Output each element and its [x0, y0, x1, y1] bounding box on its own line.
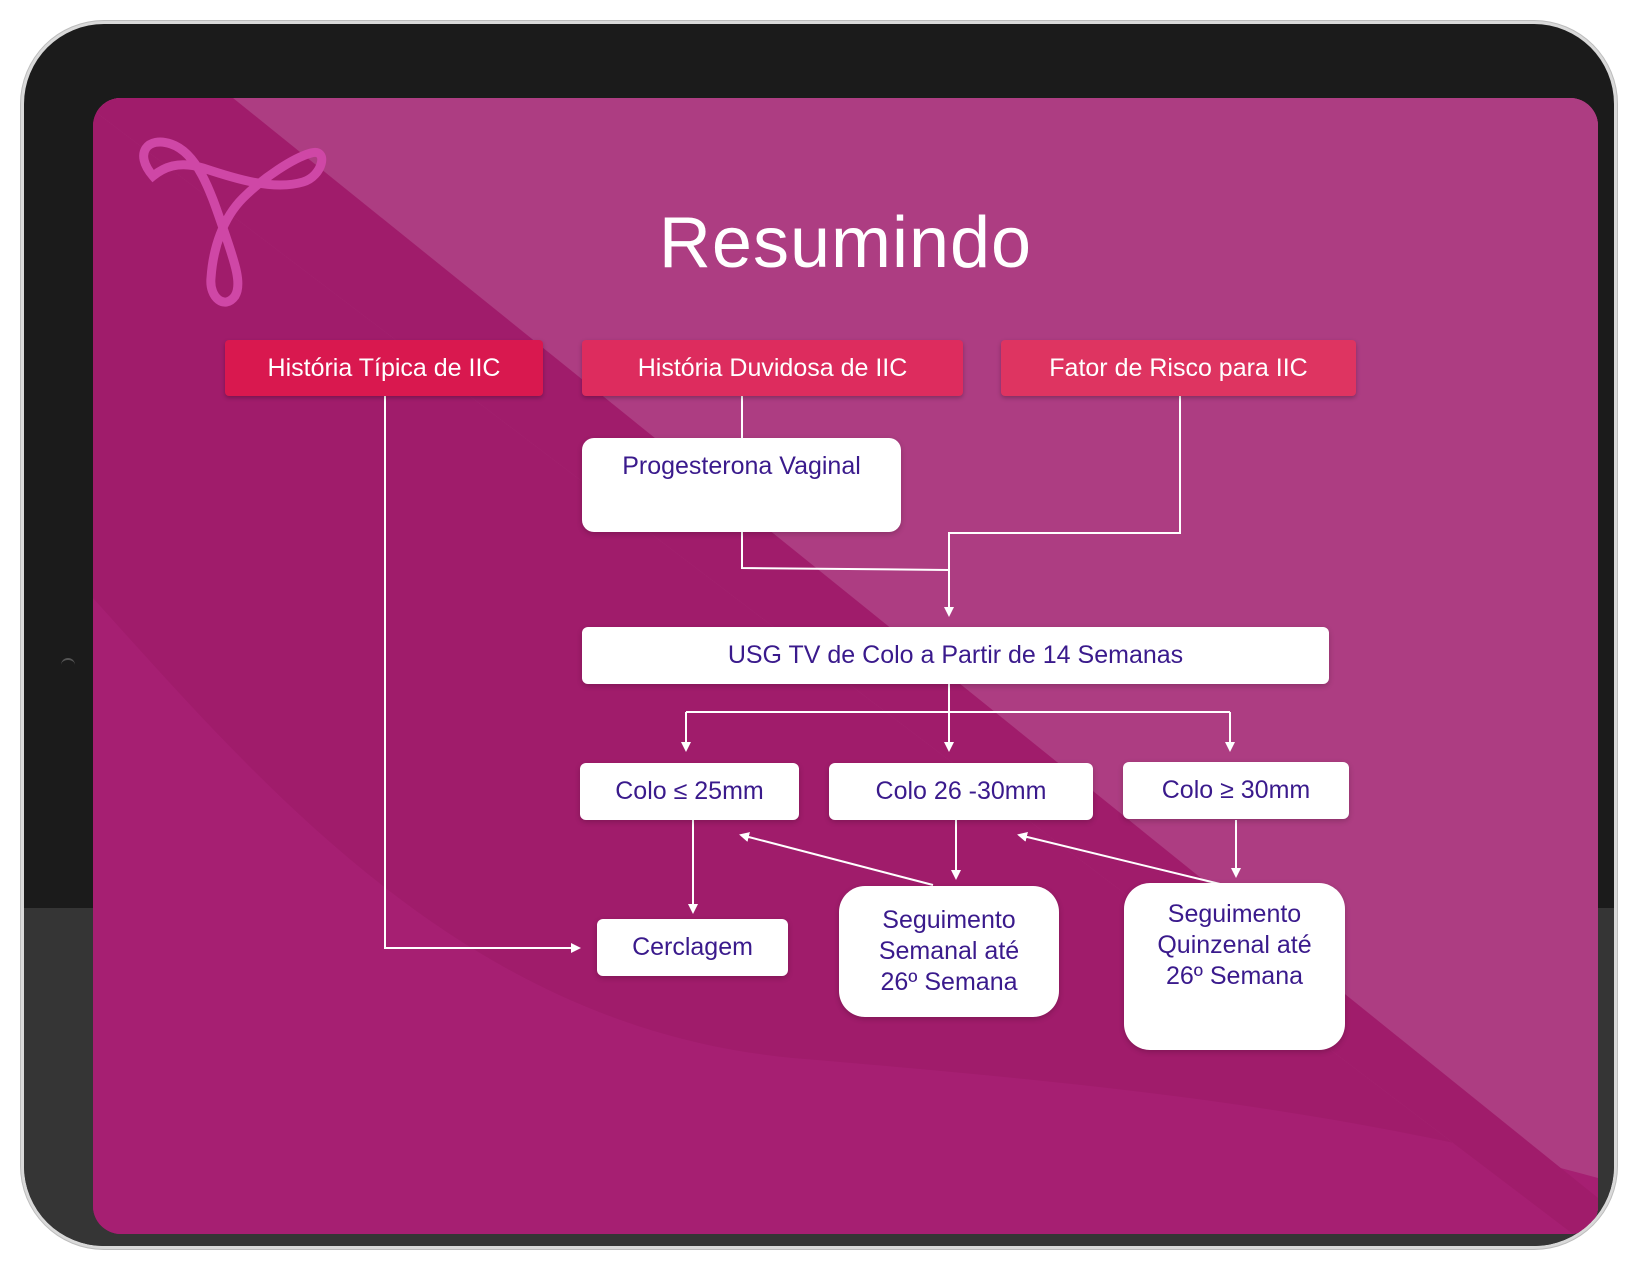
box-seguimento-quinzenal-text: Seguimento Quinzenal até 26º Semana: [1157, 899, 1311, 992]
box-colo-26-30: Colo 26 -30mm: [829, 763, 1093, 820]
seguimento-semanal-line-3: 26º Semana: [880, 968, 1018, 996]
connector-progesterona-to-merge: [741, 532, 949, 571]
box-usg-label: USG TV de Colo a Partir de 14 Semanas: [727, 641, 1184, 669]
flowchart-connectors: [384, 396, 1241, 953]
seguimento-quinzenal-line-2: Quinzenal até: [1157, 931, 1312, 959]
connector-tipica-to-cerclagem: [384, 396, 581, 953]
box-colo-maior-30: Colo ≥ 30mm: [1123, 762, 1349, 819]
box-seguimento-semanal-text: Seguimento Semanal até 26º Semana: [879, 905, 1019, 998]
box-seguimento-quinzenal: Seguimento Quinzenal até 26º Semana: [1124, 883, 1345, 1050]
front-camera-icon: [61, 658, 75, 666]
triple-loop-logo-icon: [139, 137, 327, 307]
box-progesterona: Progesterona Vaginal: [582, 438, 901, 532]
seguimento-quinzenal-line-1: Seguimento: [1167, 900, 1302, 928]
slide-title: Resumindo: [658, 203, 1033, 283]
box-seguimento-semanal: Seguimento Semanal até 26º Semana: [839, 886, 1059, 1017]
box-historia-duvidosa: História Duvidosa de IIC: [582, 340, 963, 396]
slide-screen: Resumindo: [93, 98, 1598, 1234]
box-usg: USG TV de Colo a Partir de 14 Semanas: [582, 627, 1329, 684]
background-curve: [93, 598, 1598, 1234]
connector-semanal-back-to-colo25: [739, 832, 934, 886]
box-progesterona-label: Progesterona Vaginal: [622, 452, 861, 480]
box-colo-menor-25-label: Colo ≤ 25mm: [615, 777, 764, 805]
tablet-frame: Resumindo: [24, 24, 1614, 1246]
box-colo-maior-30-label: Colo ≥ 30mm: [1161, 776, 1311, 804]
box-cerclagem-label: Cerclagem: [632, 933, 753, 961]
box-cerclagem: Cerclagem: [597, 919, 788, 976]
connector-fator-to-merge: [944, 396, 1181, 617]
box-historia-tipica-label: História Típica de IIC: [267, 353, 501, 382]
box-fator-risco: Fator de Risco para IIC: [1001, 340, 1356, 396]
box-fator-risco-label: Fator de Risco para IIC: [1049, 353, 1308, 382]
box-colo-26-30-label: Colo 26 -30mm: [875, 777, 1047, 805]
box-historia-duvidosa-label: História Duvidosa de IIC: [637, 353, 908, 382]
seguimento-semanal-line-2: Semanal até: [878, 937, 1020, 965]
box-historia-tipica: História Típica de IIC: [225, 340, 543, 396]
box-colo-menor-25: Colo ≤ 25mm: [580, 763, 799, 820]
seguimento-quinzenal-line-3: 26º Semana: [1166, 962, 1303, 990]
connector-quinzenal-back-to-colo2630: [1017, 832, 1221, 885]
seguimento-semanal-line-1: Seguimento: [882, 906, 1016, 934]
